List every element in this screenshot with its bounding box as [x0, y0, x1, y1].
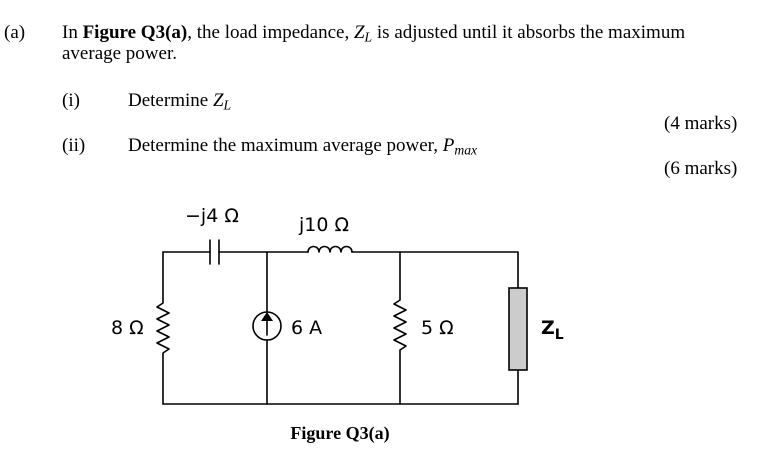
subpart-ii-subscript: max: [454, 142, 478, 158]
current-source-label: 6 A: [291, 317, 322, 339]
inductor-symbol: [307, 245, 353, 253]
figure-caption: Figure Q3(a): [290, 423, 390, 443]
subpart-ii-symbol: P: [442, 135, 455, 156]
subpart-i-text: Determine ZL: [128, 90, 231, 112]
question-text-mid: , the load impedance,: [187, 22, 354, 43]
subpart-i-instruction: Determine: [128, 90, 213, 111]
question-text-pre: In: [62, 22, 83, 43]
load-label-subscript: L: [555, 327, 564, 343]
load-impedance-box: [508, 287, 528, 371]
resistor-5-ohm-symbol: [393, 251, 407, 405]
load-impedance-subscript: L: [364, 29, 373, 45]
subpart-i-subscript: L: [223, 97, 232, 113]
subpart-i-marks: (4 marks): [664, 113, 738, 134]
inductor-label: j10 Ω: [298, 214, 349, 236]
question-text-post: is adjusted until it absorbs the maximum: [372, 22, 686, 43]
question-line-2: average power.: [62, 43, 177, 64]
wire-top-right: [351, 251, 519, 289]
load-impedance-symbol: Z: [353, 22, 365, 43]
subpart-ii-label: (ii): [62, 135, 86, 156]
load-impedance-label: ZL: [541, 317, 564, 343]
subpart-ii-marks: (6 marks): [664, 158, 738, 179]
capacitor-label: −j4 Ω: [185, 205, 239, 227]
subpart-i-symbol: Z: [212, 90, 224, 111]
load-label-main: Z: [541, 317, 555, 339]
current-source-arrow-head: [261, 312, 273, 321]
figure-reference: Figure Q3(a): [82, 22, 188, 43]
subpart-ii-instruction: Determine the maximum average power,: [128, 135, 443, 156]
capacitor-symbol: [209, 239, 220, 265]
question-line-1: In Figure Q3(a), the load impedance, ZL …: [62, 22, 685, 44]
resistor-8-ohm-label: 8 Ω: [111, 317, 144, 339]
resistor-8-ohm-symbol: [156, 251, 170, 405]
subpart-ii-text: Determine the maximum average power, Pma…: [128, 135, 477, 157]
subpart-i-label: (i): [62, 90, 80, 111]
resistor-5-ohm-label: 5 Ω: [421, 317, 454, 339]
part-label: (a): [4, 22, 26, 43]
